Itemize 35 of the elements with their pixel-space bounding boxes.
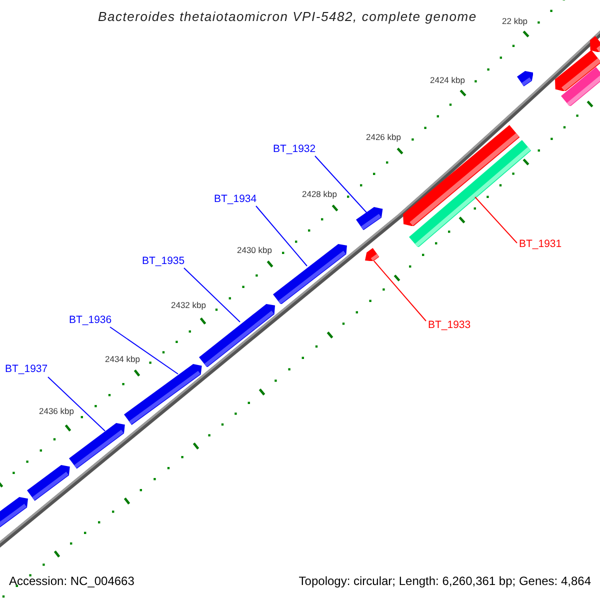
leader-line: [474, 196, 518, 244]
gene-block: [69, 423, 125, 470]
gene-label: BT_1931: [519, 238, 562, 251]
leader-line: [256, 206, 308, 266]
gene-block: [273, 244, 347, 304]
gene-block: [0, 497, 28, 530]
gene-block: [590, 36, 600, 52]
gene-block: [516, 71, 533, 87]
scale-label: 2424 kbp: [430, 75, 465, 85]
gene-block: [365, 248, 380, 261]
scale-label: 2428 kbp: [302, 189, 337, 199]
gene-label: BT_1936: [69, 314, 112, 327]
scale-label: 22 kbp: [502, 16, 528, 26]
leader-line: [110, 326, 178, 374]
scale-label: 2432 kbp: [171, 300, 206, 310]
leader-line: [374, 260, 426, 322]
gene-label: BT_1934: [214, 193, 257, 206]
footer-text: Topology: circular; Length: 6,260,361 bp; Genes: 4,864: [298, 574, 591, 589]
leader-line: [48, 376, 106, 432]
footer-text: Accession: NC_004663: [9, 574, 134, 589]
gene-bar: [560, 66, 600, 106]
scale-label: 2430 kbp: [237, 245, 272, 255]
gene-block: [124, 364, 202, 426]
title: Bacteroides thetaiotaomicron VPI-5482, complete genome: [98, 9, 477, 25]
gene-label: BT_1937: [5, 363, 48, 376]
leader-line: [184, 268, 240, 322]
gene-block: [27, 465, 70, 502]
gene-label: BT_1935: [142, 255, 185, 268]
scale-label: 2434 kbp: [105, 354, 140, 364]
gene-label: BT_1933: [428, 319, 471, 332]
scale-label: 2426 kbp: [366, 132, 401, 142]
gene-label: BT_1932: [273, 143, 316, 156]
leader-line: [314, 156, 368, 214]
scale-label: 2436 kbp: [39, 406, 74, 416]
gene-block: [356, 207, 383, 230]
